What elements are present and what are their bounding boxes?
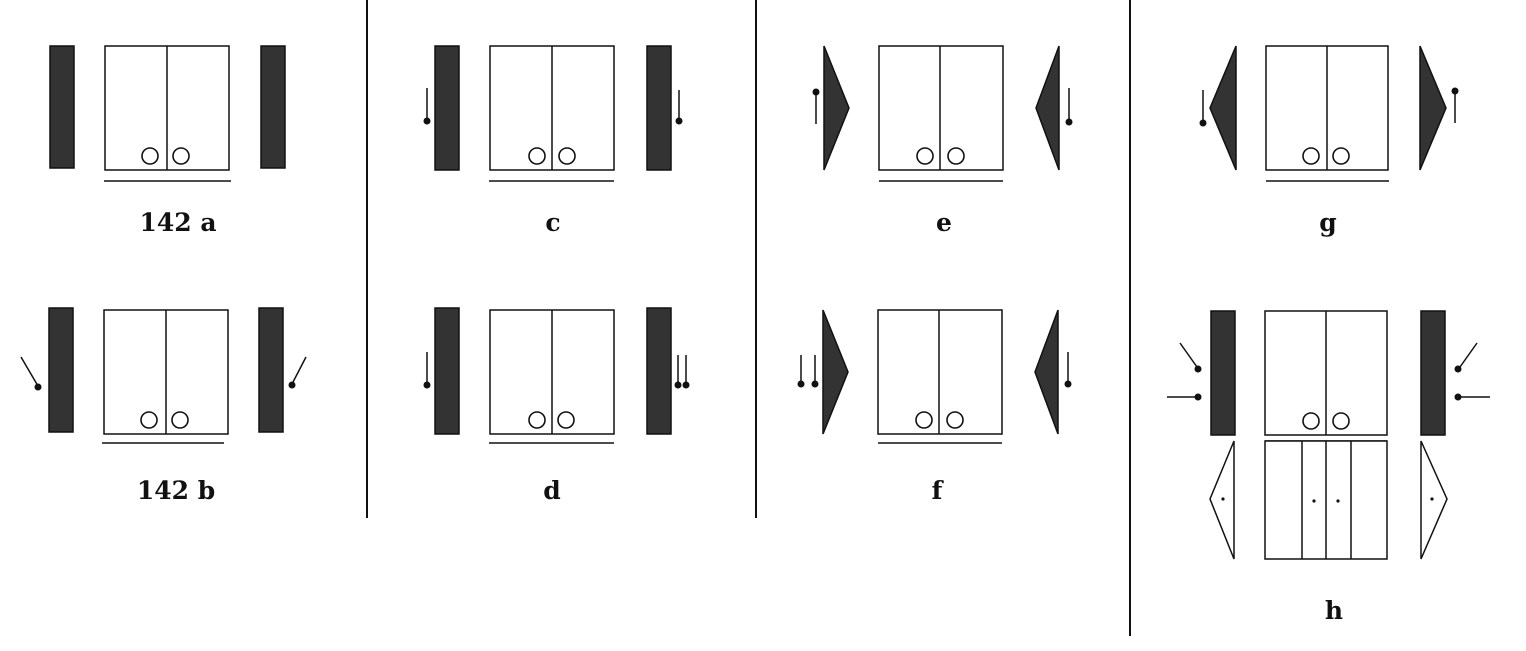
right-wedge-panel <box>1034 309 1059 435</box>
figure-142a: 142 a <box>49 45 286 237</box>
right-flat-panel <box>1420 310 1446 436</box>
left-flat-panel <box>434 45 460 171</box>
mallet-left-head-2 <box>811 380 819 388</box>
mallet-left-upper-head <box>1194 365 1202 373</box>
mallet-right-head-2 <box>682 381 690 389</box>
mallet-left-head <box>812 88 820 96</box>
mallet-right-head <box>1064 380 1072 388</box>
wheel-left <box>916 147 934 165</box>
left-wedge-panel <box>1209 45 1237 171</box>
mallet-left-head <box>423 381 431 389</box>
left-wedge-panel <box>822 309 849 435</box>
mallet-left-upper-stick <box>1179 342 1198 368</box>
figure-e: e <box>812 45 1073 237</box>
right-open-wedge <box>1420 440 1448 560</box>
mallet-right-lower-head <box>1454 393 1462 401</box>
mallet-right-upper-stick <box>1459 342 1478 368</box>
left-flat-panel <box>1210 310 1236 436</box>
figure-d: d <box>423 307 690 505</box>
wheel-right <box>947 147 965 165</box>
wheel-left <box>141 147 159 165</box>
mallet-right-head-1 <box>674 381 682 389</box>
caption-f: f <box>932 476 945 505</box>
wheel-right <box>172 147 190 165</box>
caption-142a: 142 a <box>139 208 216 237</box>
mallet-left-lower-head <box>1194 393 1202 401</box>
left-flat-panel <box>434 307 460 435</box>
right-flat-panel <box>258 307 284 433</box>
wheel-right <box>558 147 576 165</box>
caption-g: g <box>1319 208 1336 237</box>
left-wedge-panel <box>823 45 850 171</box>
right-flat-panel <box>260 45 286 169</box>
right-wedge-dot <box>1430 497 1434 501</box>
mallet-left-head <box>423 117 431 125</box>
mallet-right-head <box>288 381 296 389</box>
figure-g: g <box>1199 45 1459 237</box>
caption-e: e <box>936 208 952 237</box>
wheel-right <box>171 411 189 429</box>
caption-c: c <box>545 208 560 237</box>
mallet-left-head-1 <box>797 380 805 388</box>
right-wedge-panel <box>1035 45 1060 171</box>
wheel-right <box>1332 147 1350 165</box>
lower-dot-right <box>1336 499 1340 503</box>
figure-f: f <box>797 309 1072 505</box>
figure-h: h <box>1167 310 1490 625</box>
cabinet <box>877 309 1003 435</box>
mallet-left-stick <box>20 356 39 387</box>
wheel-left <box>140 411 158 429</box>
cabinet <box>878 45 1004 171</box>
right-flat-panel <box>646 307 672 435</box>
caption-d: d <box>543 476 560 505</box>
wheel-right <box>946 411 964 429</box>
mallet-right-upper-head <box>1454 365 1462 373</box>
wheel-right <box>557 411 575 429</box>
mallet-right-head <box>1451 87 1459 95</box>
wheel-left <box>1302 147 1320 165</box>
wheel-left <box>1302 412 1320 430</box>
figure-142b: 142 b <box>20 307 307 505</box>
lower-dot-left <box>1312 499 1316 503</box>
left-flat-panel <box>48 307 74 433</box>
mallet-left-head <box>1199 119 1207 127</box>
wheel-left <box>528 411 546 429</box>
mallet-right-head <box>675 117 683 125</box>
caption-142b: 142 b <box>137 476 215 505</box>
mallet-right-stick <box>291 356 307 385</box>
left-flat-panel <box>49 45 75 169</box>
mallet-left-head <box>34 383 42 391</box>
right-flat-panel <box>646 45 672 171</box>
left-wedge-dot <box>1221 497 1225 501</box>
wheel-left <box>915 411 933 429</box>
mallet-right-head <box>1065 118 1073 126</box>
caption-h: h <box>1325 596 1343 625</box>
right-wedge-panel <box>1419 45 1447 171</box>
wheel-right <box>1332 412 1350 430</box>
wheel-left <box>528 147 546 165</box>
figure-c: c <box>423 45 683 237</box>
